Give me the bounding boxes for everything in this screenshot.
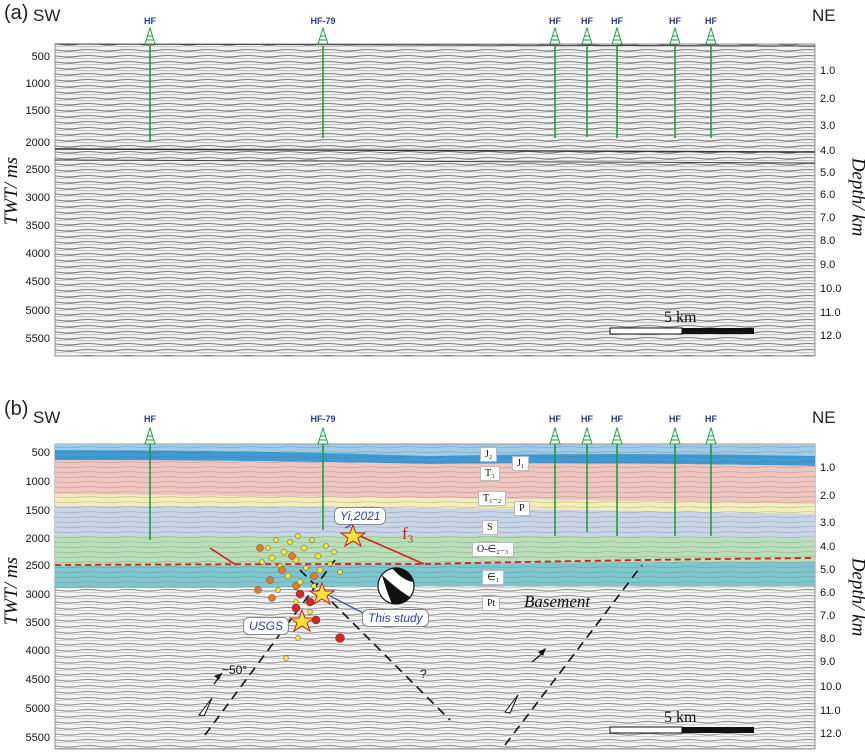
panel-b-well-label: HF — [597, 414, 637, 424]
panel-a-twt-tick: 1000 — [12, 78, 50, 90]
panel-b-twt-tick: 4000 — [12, 645, 50, 657]
panel-a-well-label: HF — [655, 16, 695, 26]
strata-label-o-e23: O-∈₂₋₃ — [472, 542, 514, 557]
strata-label-t12: T₁₋₂ — [478, 491, 506, 506]
panel-a-twt-tick: 2000 — [12, 137, 50, 149]
panel-a-scalebar-white — [610, 328, 682, 334]
panel-b-depth-tick: 12.0 — [820, 728, 856, 740]
panel-b-depth-tick: 11.0 — [820, 705, 856, 717]
panel-a-twt-tick: 5500 — [12, 333, 50, 345]
panel-b-twt-tick: 1000 — [12, 476, 50, 488]
panel-a-well-label: HF — [691, 16, 731, 26]
panel-b-depth-tick: 2.0 — [820, 490, 856, 502]
panel-b-derrick-icons — [145, 428, 716, 444]
panel-b-twt-tick: 5500 — [12, 732, 50, 744]
panel-b-depth-tick: 4.0 — [820, 541, 856, 553]
strata-label-j2: J₂ — [480, 447, 497, 462]
panel-b-well-label: HF — [130, 414, 170, 424]
panel-b-twt-tick: 4500 — [12, 674, 50, 686]
panel-b-depth-tick: 10.0 — [820, 681, 856, 693]
panel-b-scalebar-black — [682, 727, 754, 733]
panel-a-depth-tick: 1.0 — [820, 65, 856, 77]
panel-a-twt-tick: 500 — [12, 51, 50, 63]
panel-a-depth-tick: 12.0 — [820, 330, 856, 342]
fault-f3-label: f₃ — [402, 524, 414, 544]
panel-a-depth-tick: 11.0 — [820, 307, 856, 319]
this-study-label: This study — [362, 609, 429, 627]
usgs-label: USGS — [243, 617, 289, 635]
panel-a-depth-tick: 10.0 — [820, 283, 856, 295]
dip-angle-label: ~50° — [222, 663, 247, 677]
panel-b-depth-tick: 9.0 — [820, 656, 856, 668]
panel-a-twt-tick: 4500 — [12, 276, 50, 288]
panel-b-well-label: HF-79 — [303, 414, 343, 424]
strata-label-t3: T₃ — [480, 466, 500, 481]
panel-a-depth-tick: 3.0 — [820, 120, 856, 132]
panel-a-depth-tick: 8.0 — [820, 235, 856, 247]
panel-a-twt-tick: 5000 — [12, 305, 50, 317]
strata-label-pt: Pt — [482, 596, 500, 611]
panel-b-scalebar-white — [610, 727, 682, 733]
panel-b-twt-tick: 1500 — [12, 505, 50, 517]
basement-label: Basement — [524, 592, 590, 612]
panel-b-twt-tick: 500 — [12, 447, 50, 459]
panel-a-well-label: HF — [597, 16, 637, 26]
panel-b-well-label: HF — [691, 414, 731, 424]
panel-a-depth-tick: 9.0 — [820, 259, 856, 271]
panel-a-depth-tick: 2.0 — [820, 93, 856, 105]
panel-b-twt-tick: 5000 — [12, 703, 50, 715]
question-mark-label: ? — [420, 667, 427, 681]
panel-a-section — [55, 44, 815, 356]
panel-a-derrick-icons — [145, 28, 716, 44]
panel-a-right-axis-title: Depth/ km — [846, 158, 865, 237]
panel-b-interpretation — [0, 390, 865, 754]
panel-a-scale-label: 5 km — [664, 309, 696, 327]
panel-b-twt-tick: 2000 — [12, 533, 50, 545]
strata-label-s: S — [482, 520, 498, 535]
focal-mechanism-icon — [378, 568, 414, 605]
panel-a-twt-tick: 4000 — [12, 248, 50, 260]
panel-b-depth-tick: 1.0 — [820, 462, 856, 474]
panel-b-left-axis-title: TWT/ ms — [1, 557, 23, 625]
panel-b-right-axis-title: Depth/ km — [846, 558, 865, 637]
strata-label-p: P — [514, 501, 530, 516]
panel-b-well-label: HF — [655, 414, 695, 424]
panel-a-seismic — [0, 0, 865, 370]
panel-a-well-label: HF — [130, 16, 170, 26]
panel-a-left-axis-title: TWT/ ms — [1, 157, 23, 225]
strata-label-e1: ∈₁ — [482, 570, 504, 585]
panel-b-scale-label: 5 km — [664, 709, 696, 727]
panel-a-twt-tick: 1500 — [12, 105, 50, 117]
strata-label-j1: J₁ — [512, 456, 529, 471]
panel-a-depth-tick: 4.0 — [820, 145, 856, 157]
panel-a-scalebar-black — [682, 328, 754, 334]
panel-a-well-label: HF-79 — [303, 16, 343, 26]
panel-b-depth-tick: 3.0 — [820, 517, 856, 529]
yi-2021-label: Yi,2021 — [334, 507, 386, 525]
